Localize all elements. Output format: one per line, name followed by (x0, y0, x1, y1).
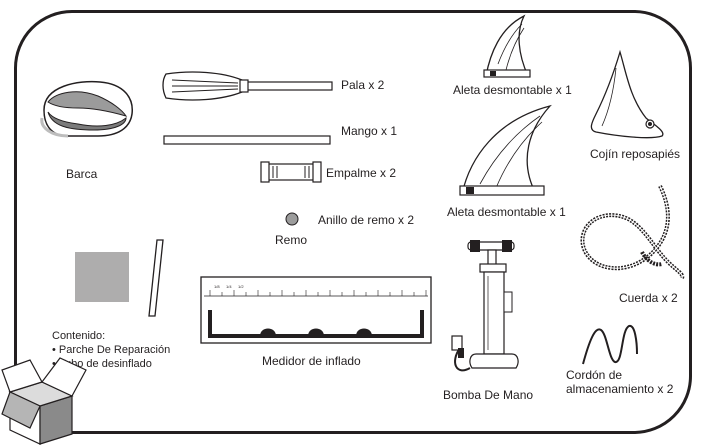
label-mango: Mango x 1 (341, 124, 398, 138)
footrest-cushion-illustration (590, 49, 664, 139)
label-empalme: Empalme x 2 (326, 166, 397, 180)
label-bomba: Bomba De Mano (443, 388, 534, 402)
connector-illustration (260, 161, 322, 183)
label-anillo: Anillo de remo x 2 (318, 213, 415, 227)
gauge-scale-2: 1/4 (226, 284, 232, 289)
hand-pump-illustration (451, 240, 519, 372)
deflation-tube-illustration (148, 239, 164, 317)
label-cordon-line1: Cordón de (566, 368, 623, 382)
contents-item-patch: • Parche De Reparación (52, 344, 171, 356)
oar-ring-illustration (285, 212, 299, 226)
package-box-illustration (1, 357, 87, 445)
label-cordon: Cordón de almacenamiento x 2 (566, 368, 674, 397)
label-barca: Barca (66, 167, 98, 181)
inflation-gauge-illustration: 1/8 1/4 1/2 (200, 276, 432, 344)
label-medidor: Medidor de inflado (262, 354, 361, 368)
label-aleta-2: Aleta desmontable x 1 (447, 205, 566, 219)
label-cordon-line2: almacenamiento x 2 (566, 381, 674, 396)
label-cojin: Cojín reposapiés (590, 147, 681, 161)
repair-patch-swatch (75, 252, 129, 302)
contents-list: Contenido: • Parche De Reparación • Tubo… (52, 329, 170, 371)
label-aleta-1: Aleta desmontable x 1 (453, 83, 572, 97)
label-pala: Pala x 2 (341, 78, 385, 92)
rope-illustration (580, 185, 685, 279)
label-cuerda: Cuerda x 2 (619, 291, 678, 305)
handle-illustration (163, 135, 331, 145)
paddle-blade-illustration (162, 71, 333, 101)
fin-large-illustration (459, 104, 552, 196)
boat-illustration (40, 80, 133, 138)
gauge-scale-1: 1/8 (214, 284, 220, 289)
contents-frame (14, 10, 692, 434)
contents-heading: Contenido: (52, 330, 106, 342)
storage-cord-illustration (582, 324, 638, 365)
gauge-scale-3: 1/2 (238, 284, 244, 289)
fin-small-illustration (483, 14, 531, 78)
label-remo: Remo (275, 233, 308, 247)
